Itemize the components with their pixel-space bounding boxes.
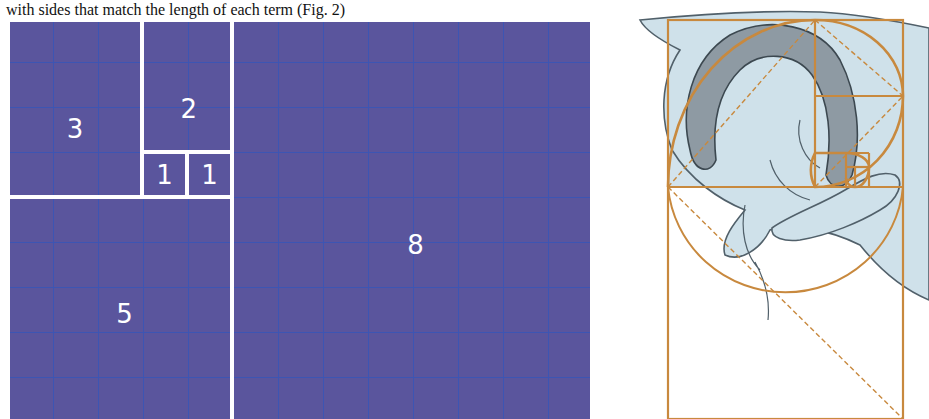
square-number: 5 [116, 301, 133, 327]
hand-creases [743, 205, 768, 320]
square-number: 2 [180, 96, 197, 122]
fibonacci-square: 2 [142, 20, 232, 152]
golden-rectangles [668, 20, 903, 419]
diagonal-lines [668, 20, 903, 419]
hand-shape [640, 11, 929, 300]
fibonacci-square: 1 [142, 152, 187, 197]
fibonacci-square: 3 [8, 20, 142, 197]
fibonacci-square: 8 [232, 20, 592, 419]
caption-fragment: with sides that match the length of each… [4, 1, 347, 19]
fibonacci-square: 1 [187, 152, 232, 197]
square-number: 1 [156, 162, 173, 188]
curled-finger [686, 25, 857, 186]
square-number: 8 [407, 232, 424, 258]
square-number: 3 [67, 116, 84, 142]
square-number: 1 [201, 162, 218, 188]
golden-spiral [668, 20, 903, 292]
fibonacci-square: 5 [8, 197, 232, 419]
